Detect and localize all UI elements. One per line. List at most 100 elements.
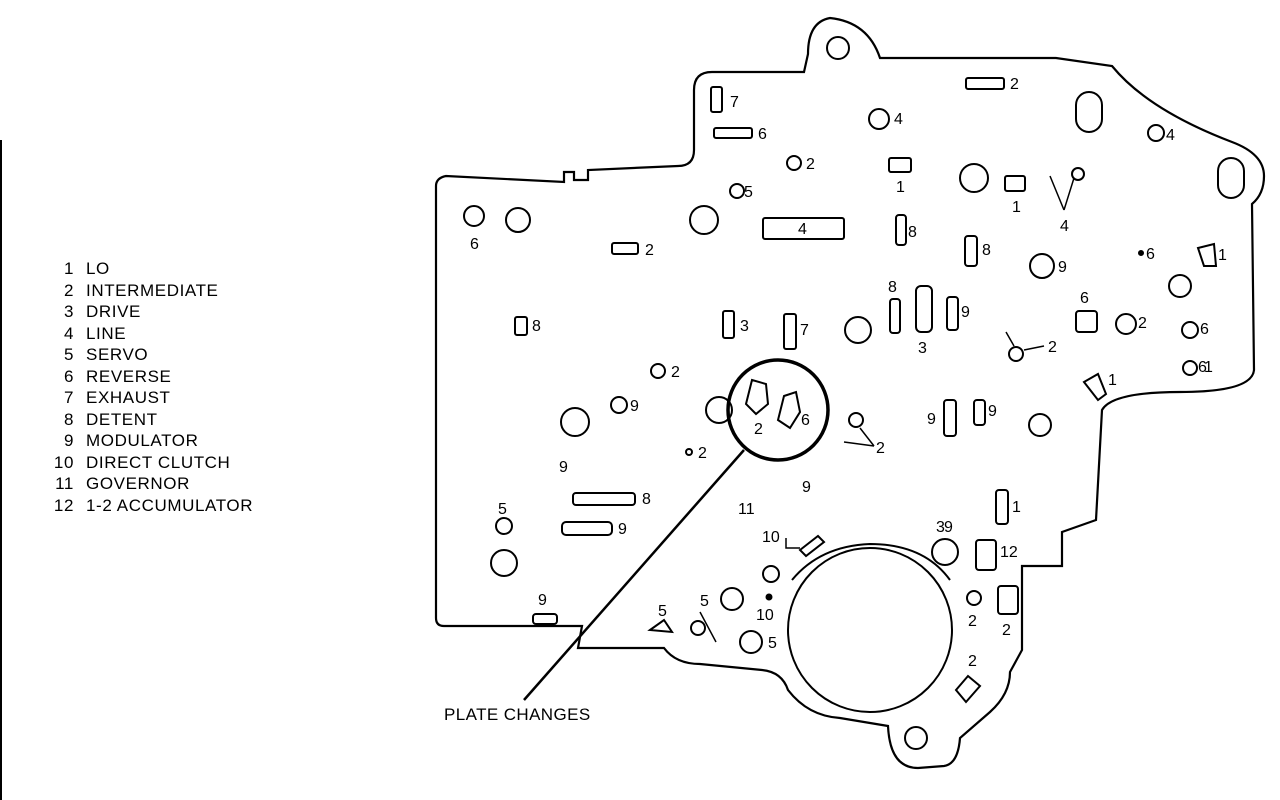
port-hole	[931, 538, 959, 566]
port-hole	[1115, 313, 1137, 335]
legend-label: SERVO	[86, 345, 149, 364]
port-number-label: 2	[1010, 76, 1019, 93]
port-slot	[561, 521, 613, 536]
check-ball-line	[1063, 177, 1075, 211]
port-number-label: 6	[758, 126, 767, 143]
large-bore-surround	[791, 542, 951, 581]
port-hole	[1182, 360, 1198, 376]
check-ball-line	[1023, 345, 1045, 351]
port-number-label: 6	[470, 236, 479, 253]
mounting-hole	[904, 726, 928, 750]
port-number-label: 6	[1200, 321, 1209, 338]
legend-label: LO	[86, 259, 110, 278]
legend-number: 5	[63, 345, 74, 364]
legend-label: EXHAUST	[86, 388, 171, 407]
port-hole	[490, 549, 518, 577]
port-number-label: 9	[559, 459, 568, 476]
check-ball-line	[699, 611, 717, 643]
port-number-label: 3	[936, 519, 945, 536]
port-number-label: 6	[1198, 359, 1207, 376]
port-hole	[765, 593, 773, 601]
port-number-label: 2	[968, 653, 977, 670]
port-hole	[1147, 124, 1165, 142]
plate-changes-callout: PLATE CHANGES	[444, 705, 591, 724]
port-slot	[710, 86, 723, 113]
port-number-label: 5	[658, 603, 667, 620]
port-number-label: 5	[768, 635, 777, 652]
port-number-label: 2	[1048, 339, 1057, 356]
port-number-label: 8	[888, 279, 897, 296]
port-number-label: 2	[1138, 315, 1147, 332]
port-number-label: 1	[896, 179, 905, 196]
check-ball-line	[859, 427, 875, 447]
check-ball-line	[1005, 331, 1015, 347]
port-number-label: 6	[1080, 290, 1089, 307]
legend-label: INTERMEDIATE	[86, 280, 219, 300]
port-hole	[729, 183, 745, 199]
port-slot	[1004, 175, 1026, 192]
legend-item: 3 DRIVE	[44, 301, 253, 323]
legend-number: 9	[63, 431, 74, 450]
port-slot	[1196, 242, 1218, 267]
port-hole	[966, 590, 982, 606]
port-slot	[1082, 372, 1108, 402]
port-number-label: 8	[908, 224, 917, 241]
check-ball	[1071, 167, 1085, 181]
legend-label: DRIVE	[86, 302, 141, 321]
legend-label: DETENT	[86, 409, 158, 429]
port-number-label: 9	[961, 304, 970, 321]
port-number-label: 2	[645, 242, 654, 259]
port-hole	[844, 316, 872, 344]
port-slot	[532, 613, 558, 625]
port-number-label: 9	[944, 519, 953, 536]
port-hole	[685, 448, 693, 456]
port-slot	[946, 296, 959, 331]
port-slot	[572, 492, 636, 506]
mounting-slot	[1217, 157, 1245, 199]
legend-label: MODULATOR	[86, 431, 199, 450]
legend-number: 3	[63, 302, 74, 321]
port-hole	[1181, 321, 1199, 339]
port-hole	[786, 155, 802, 171]
port-number-label: 2	[1002, 622, 1011, 639]
port-dot	[1138, 250, 1144, 256]
port-number-label: 1	[1204, 359, 1213, 376]
port-hole	[463, 205, 485, 227]
port-number-label: 9	[927, 411, 936, 428]
port-hole	[1168, 274, 1192, 298]
port-slot	[973, 399, 986, 426]
port-hole	[650, 363, 666, 379]
port-number-label: 2	[876, 440, 885, 457]
port-slot	[798, 534, 826, 558]
plate-changes-leader-line	[523, 449, 745, 701]
port-hole	[1029, 253, 1055, 279]
legend-number: 10	[53, 452, 74, 472]
large-bore	[787, 547, 953, 713]
legend-label: LINE	[86, 323, 127, 343]
port-number-label: 1	[1218, 247, 1227, 264]
port-slot	[762, 217, 845, 240]
port-number-label: 8	[982, 242, 991, 259]
port-hole	[560, 407, 590, 437]
port-slot	[943, 399, 957, 437]
port-slot	[514, 316, 528, 336]
port-number-label: 2	[968, 613, 977, 630]
page-edge-line	[0, 140, 2, 800]
port-slot	[997, 585, 1019, 615]
highlight-slot-right	[776, 390, 802, 430]
port-slot	[965, 77, 1005, 90]
port-number-label: 12	[1000, 544, 1018, 561]
port-number-label: 1	[1012, 499, 1021, 516]
port-number-label: 7	[730, 94, 739, 111]
port-number-label: 11	[738, 501, 755, 518]
port-hole	[1028, 413, 1052, 437]
plate-outline	[434, 16, 1266, 770]
port-slot	[1075, 310, 1098, 333]
port-slot	[783, 313, 797, 350]
port-number-label: 4	[894, 111, 903, 128]
highlight-slot-left	[744, 378, 770, 416]
legend-number: 4	[63, 323, 74, 343]
